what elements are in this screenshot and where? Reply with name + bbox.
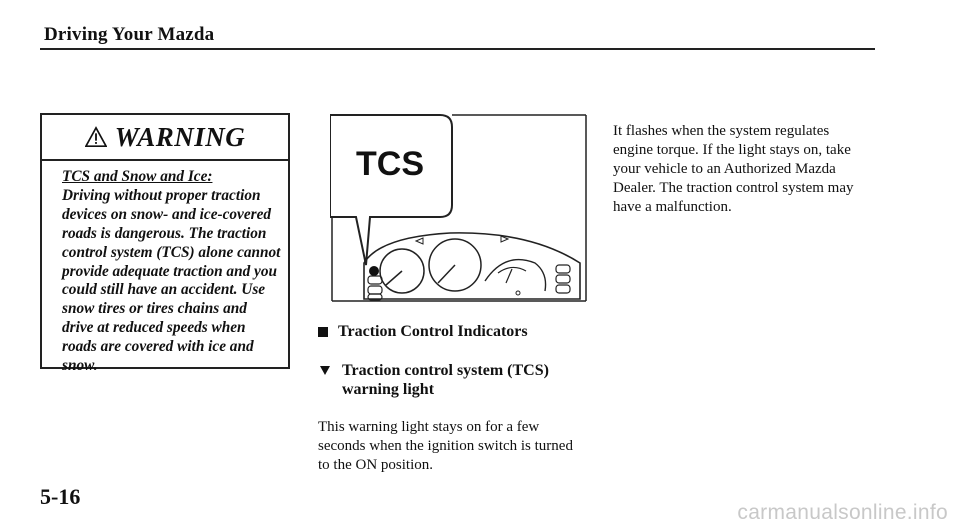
section-heading-text: Traction Control Indicators (338, 323, 528, 340)
section-heading: Traction Control Indicators (318, 323, 528, 341)
warning-triangle-icon (84, 126, 107, 147)
warning-subhead: TCS and Snow and Ice: (62, 168, 213, 185)
warning-text: Driving without proper traction devices … (62, 186, 281, 375)
warning-header: WARNING (42, 115, 288, 161)
watermark: carmanualsonline.info (737, 501, 948, 524)
warning-box: WARNING TCS and Snow and Ice: Driving wi… (40, 113, 290, 374)
subsection-heading: Traction control system (TCS) warning li… (318, 361, 588, 399)
square-bullet-icon (318, 327, 328, 337)
tcs-instrument-cluster-illustration: TCS (330, 114, 587, 302)
triangle-bullet-icon (320, 366, 330, 375)
tcs-callout-label: TCS (356, 145, 424, 183)
body-paragraph-left: This warning light stays on for a few se… (318, 419, 573, 473)
page-number: 5-16 (40, 484, 81, 509)
page-header-title: Driving Your Mazda (44, 24, 215, 45)
body-paragraph-right: It flashes when the system regulates eng… (613, 123, 854, 215)
warning-body: TCS and Snow and Ice: Driving without pr… (42, 161, 288, 376)
subsection-heading-text: Traction control system (TCS) warning li… (342, 362, 549, 398)
header-rule (40, 48, 875, 50)
warning-title: WARNING (114, 121, 246, 152)
